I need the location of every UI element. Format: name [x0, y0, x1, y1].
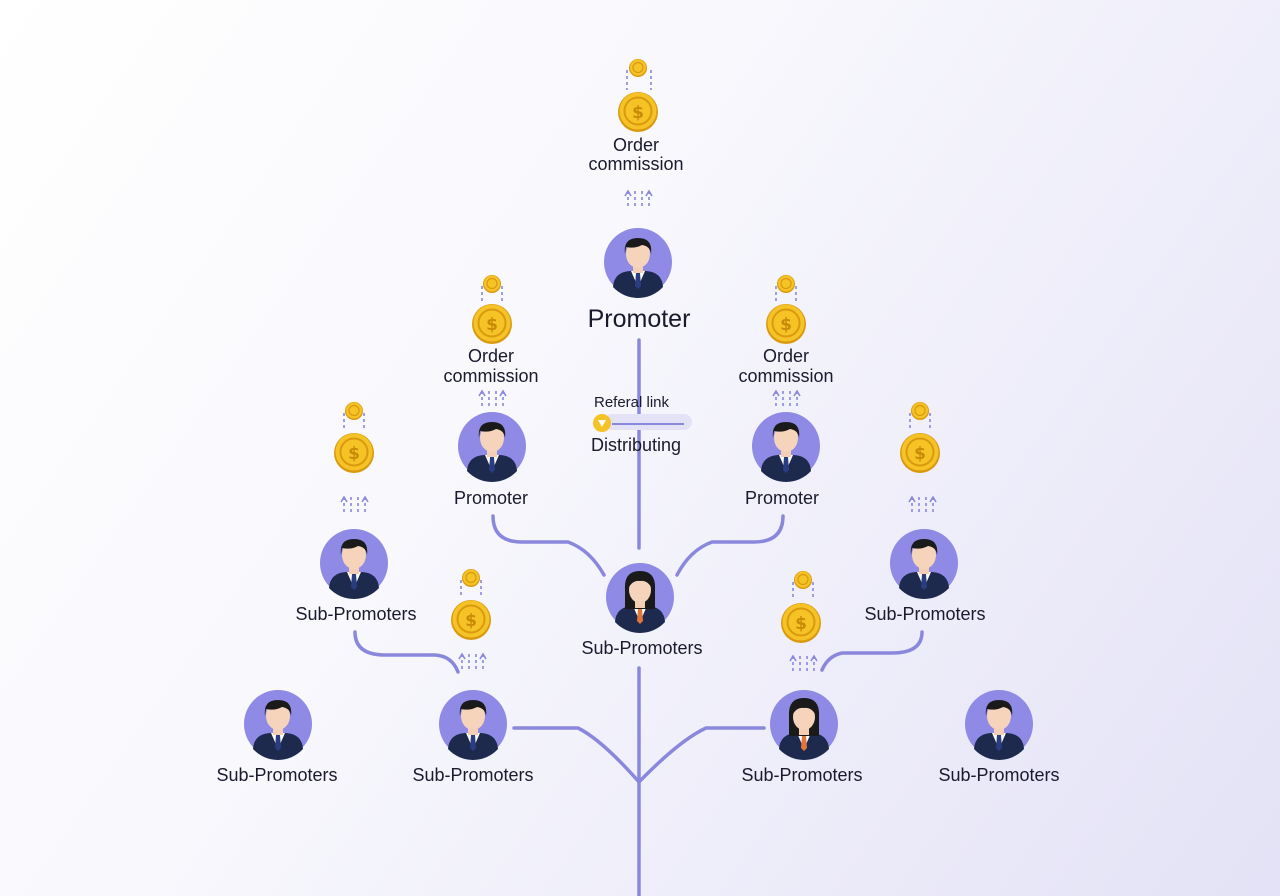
- right-promoter-node: Order commission Promoter: [738, 274, 834, 508]
- connector-bottom-left: [512, 726, 641, 784]
- commission-arrows-icon: [789, 653, 818, 672]
- sub-promoter-avatar-icon: [439, 690, 507, 760]
- top-promoter-node: Order commission Promoter: [588, 58, 691, 333]
- commission-arrows-icon: [340, 494, 369, 513]
- sub-promoter-avatar-icon: [606, 563, 674, 633]
- sub-promoters-label: Sub-Promoters: [295, 604, 416, 624]
- coin-small-icon: [344, 401, 364, 421]
- commission-label: commission: [738, 366, 833, 386]
- sub-promoter-avatar-icon: [320, 529, 388, 599]
- commission-label: commission: [443, 366, 538, 386]
- order-label: Order: [613, 135, 659, 155]
- order-label: Order: [763, 346, 809, 366]
- sub-promoter-avatar-icon: [890, 529, 958, 599]
- left-mid-sub-promoter-node: Sub-Promoters: [295, 401, 417, 624]
- coin-icon: [765, 303, 807, 345]
- coin-icon: [780, 602, 822, 644]
- order-label: Order: [468, 346, 514, 366]
- distributing-label: Distributing: [591, 435, 681, 455]
- commission-arrows-icon: [478, 388, 507, 407]
- coin-small-icon: [482, 274, 502, 294]
- promoter-label: Promoter: [745, 488, 819, 508]
- sub-promoters-label: Sub-Promoters: [938, 765, 1059, 785]
- connector-left-promoter: [491, 514, 606, 577]
- coin-icon: [471, 303, 513, 345]
- coin-small-icon: [461, 568, 481, 588]
- sub-promoters-label: Sub-Promoters: [412, 765, 533, 785]
- bottom-1-sub-promoter-node: Sub-Promoters: [216, 690, 338, 785]
- commission-arrows-icon: [624, 188, 653, 207]
- bottom-4-sub-promoter-node: Sub-Promoters: [938, 690, 1060, 785]
- sub-promoters-label: Sub-Promoters: [864, 604, 985, 624]
- referral-link-label: Referal link: [594, 394, 670, 411]
- sub-promoters-label: Sub-Promoters: [741, 765, 862, 785]
- connector-right-promoter: [675, 514, 785, 577]
- tree-connectors: [353, 338, 924, 896]
- connector-left-sub: [353, 630, 460, 674]
- commission-label: commission: [588, 154, 683, 174]
- commission-arrows-icon: [772, 388, 801, 407]
- coin-small-icon: [776, 274, 796, 294]
- commission-arrows-icon: [908, 494, 937, 513]
- promoter-avatar-icon: [458, 412, 526, 482]
- referral-link-bar: [604, 414, 692, 430]
- bottom-2-sub-promoter-node: Sub-Promoters: [412, 568, 534, 785]
- sub-promoter-avatar-icon: [770, 690, 838, 760]
- coin-icon: [450, 599, 492, 641]
- center-sub-promoter-node: Sub-Promoters: [581, 563, 703, 658]
- sub-promoter-avatar-icon: [244, 690, 312, 760]
- sub-promoters-label: Sub-Promoters: [581, 638, 702, 658]
- coin-icon: [333, 432, 375, 474]
- coin-icon: [899, 432, 941, 474]
- connector-right-sub: [820, 630, 924, 672]
- coin-small-icon: [793, 570, 813, 590]
- connector-bottom-right: [637, 726, 766, 784]
- coin-small-icon: [628, 58, 648, 78]
- bottom-3-sub-promoter-node: Sub-Promoters: [741, 570, 863, 785]
- coin-small-icon: [910, 401, 930, 421]
- promoter-avatar-icon: [604, 228, 672, 298]
- dropdown-arrow-icon: [598, 420, 606, 427]
- promoter-avatar-icon: [752, 412, 820, 482]
- promoter-label: Promoter: [588, 305, 691, 333]
- left-promoter-node: Order commission Promoter: [443, 274, 539, 508]
- referral-link-badge: Referal link Distributing: [591, 394, 692, 455]
- promoter-label: Promoter: [454, 488, 528, 508]
- commission-arrows-icon: [458, 651, 487, 670]
- sub-promoter-avatar-icon: [965, 690, 1033, 760]
- coin-icon: [617, 91, 659, 133]
- right-mid-sub-promoter-node: Sub-Promoters: [864, 401, 986, 624]
- sub-promoters-label: Sub-Promoters: [216, 765, 337, 785]
